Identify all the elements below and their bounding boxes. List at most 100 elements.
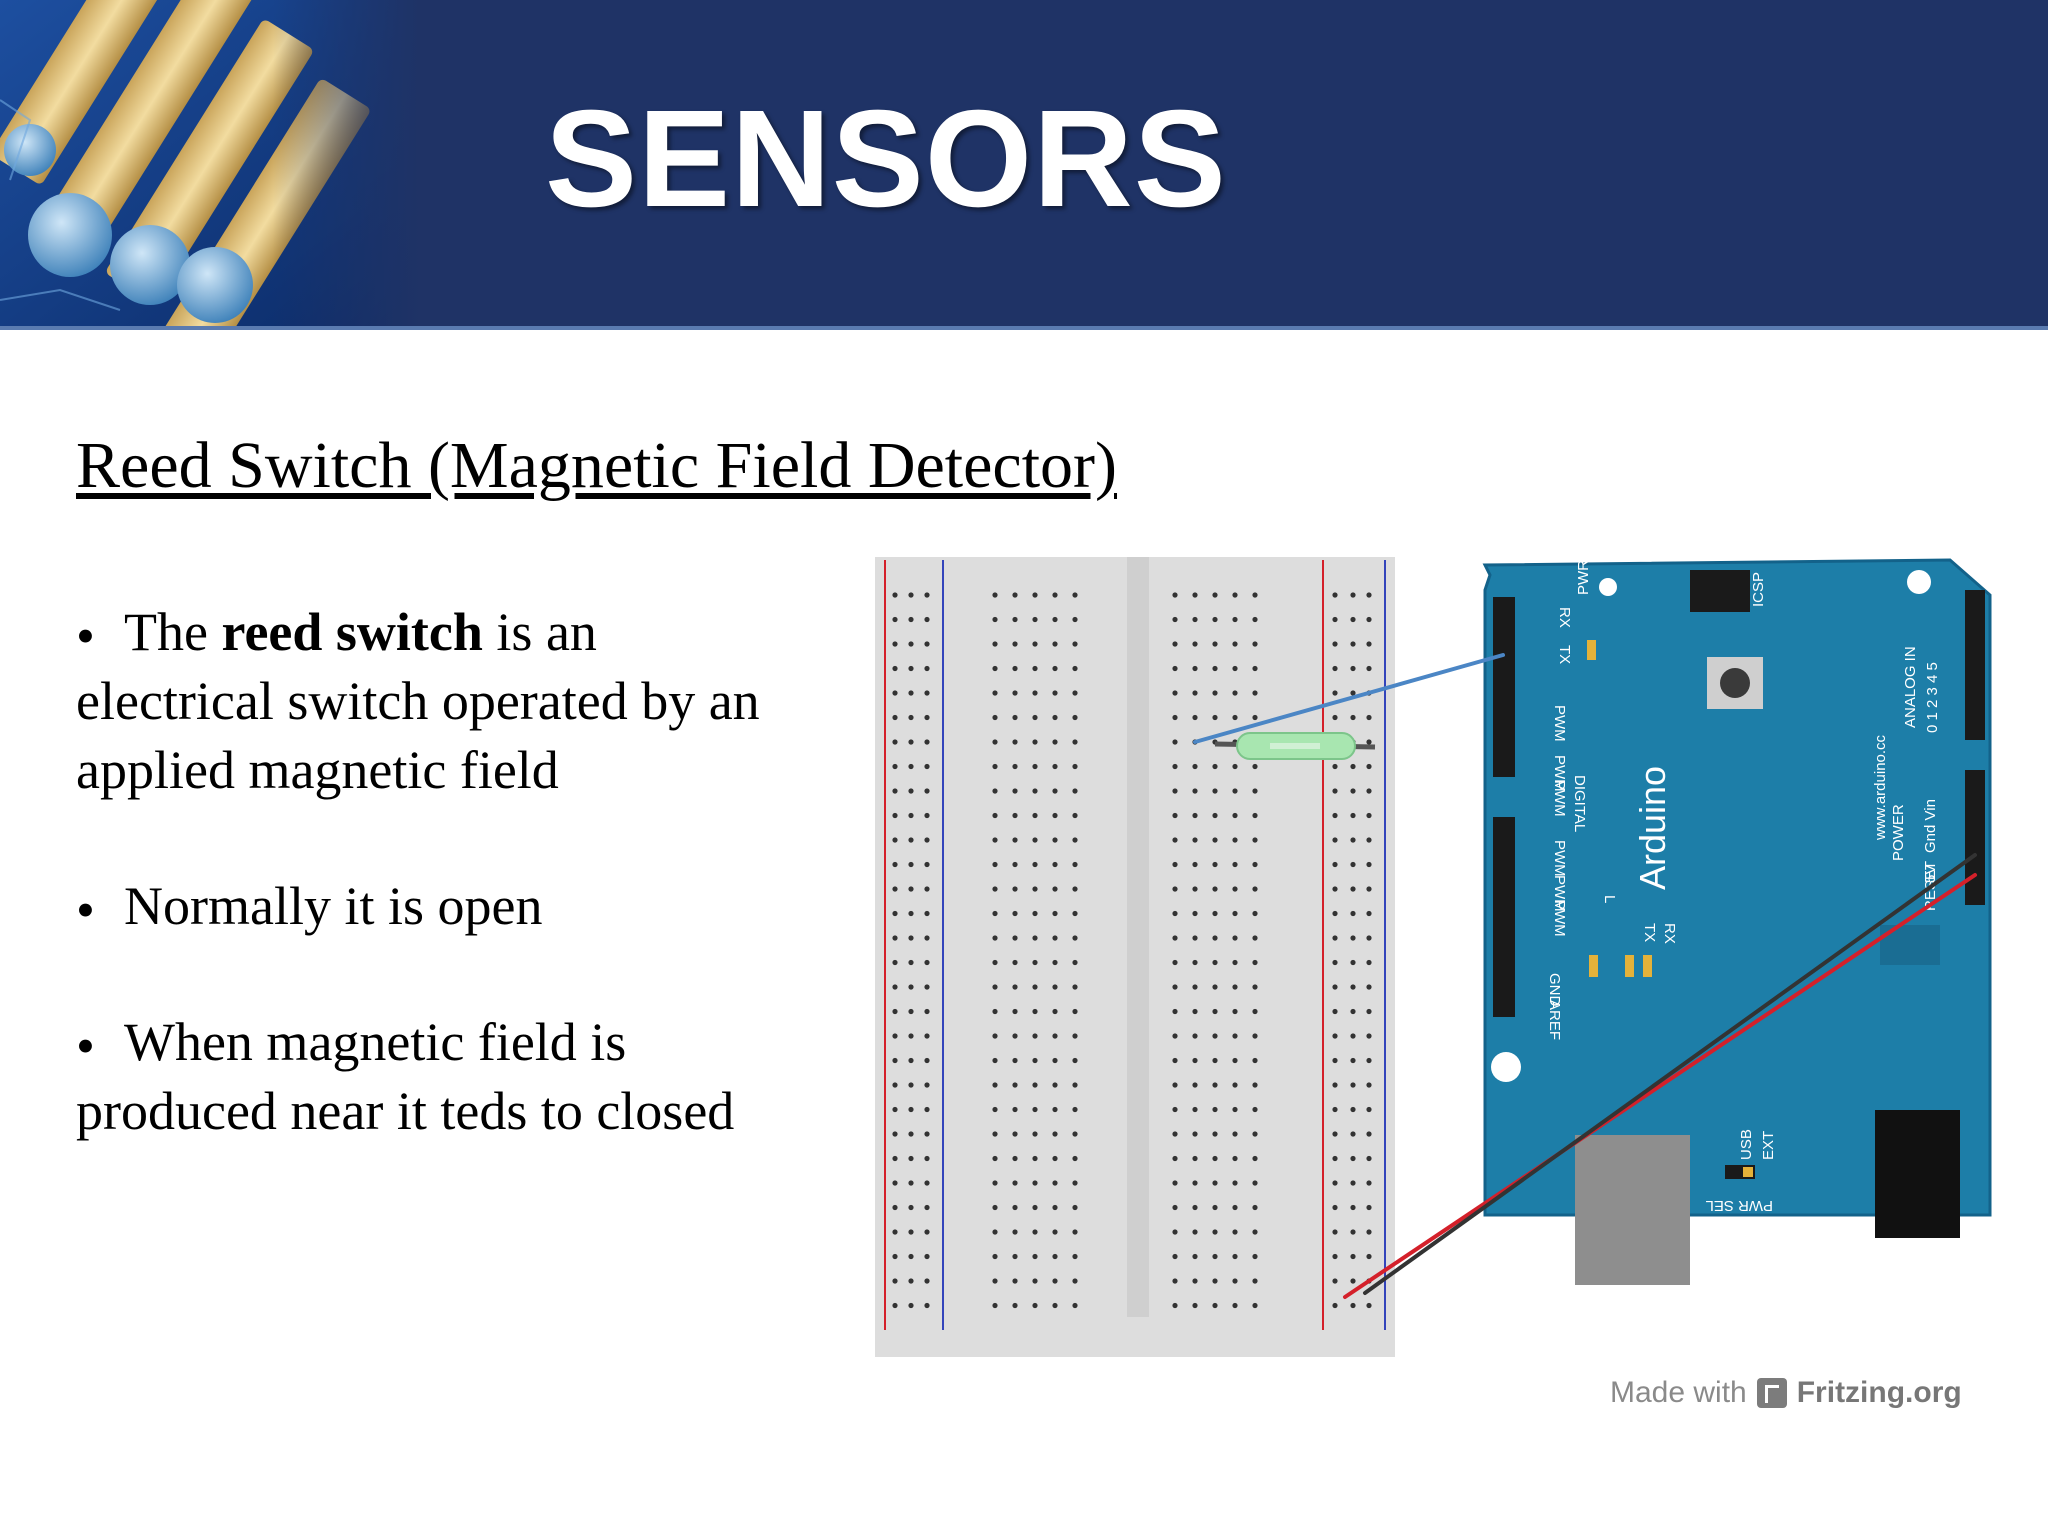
breadboard-hole <box>1232 641 1238 647</box>
breadboard-hole <box>1232 910 1238 917</box>
breadboard-hole <box>1232 1106 1238 1113</box>
breadboard-hole <box>1366 984 1372 990</box>
breadboard-hole <box>1032 788 1038 794</box>
breadboard-hole <box>1032 959 1038 966</box>
breadboard-hole <box>1350 886 1356 892</box>
breadboard-hole <box>1252 1229 1258 1235</box>
breadboard-hole <box>1172 690 1178 696</box>
breadboard-hole <box>1366 1180 1372 1186</box>
breadboard-hole <box>1212 1204 1218 1211</box>
bullet-first-line: When magnetic field is <box>76 1012 626 1072</box>
breadboard-hole <box>1012 690 1018 696</box>
breadboard-hole <box>908 739 914 745</box>
breadboard-hole <box>1172 935 1178 941</box>
breadboard-hole <box>1052 886 1058 892</box>
breadboard-hole <box>924 984 930 990</box>
breadboard-hole <box>892 616 898 623</box>
breadboard-hole <box>1332 690 1338 696</box>
breadboard-hole <box>1172 1106 1178 1113</box>
fritzing-credit: Made with Fritzing.org <box>1610 1376 1962 1410</box>
breadboard-hole <box>1012 1229 1018 1235</box>
breadboard-hole <box>1172 837 1178 843</box>
breadboard-hole <box>1366 837 1372 843</box>
breadboard-hole <box>892 1302 898 1309</box>
breadboard-hole <box>1192 1106 1198 1113</box>
breadboard-hole <box>908 1155 914 1162</box>
breadboard-hole <box>1072 616 1078 623</box>
breadboard-hole <box>992 1057 998 1064</box>
breadboard-hole <box>1052 1131 1058 1137</box>
breadboard-hole <box>1172 812 1178 819</box>
arduino-board: RX TX PWM PWM PWM PWM PWM PWM DIGITAL GN… <box>1482 558 1992 1285</box>
breadboard-hole <box>1052 641 1058 647</box>
section-heading: Reed Switch (Magnetic Field Detector) <box>76 429 1118 502</box>
breadboard-hole <box>1332 788 1338 794</box>
breadboard-hole <box>1012 959 1018 966</box>
breadboard-hole <box>1252 665 1258 672</box>
bullet-text: Normally it is open <box>124 876 543 936</box>
breadboard-hole <box>924 1008 930 1015</box>
breadboard-hole <box>1366 665 1372 672</box>
breadboard-hole <box>1252 1278 1258 1284</box>
breadboard-hole <box>908 763 914 770</box>
breadboard-hole <box>1366 641 1372 647</box>
breadboard-hole <box>924 739 930 745</box>
breadboard-hole <box>1032 812 1038 819</box>
breadboard-hole <box>1052 739 1058 745</box>
breadboard-hole <box>1350 1229 1356 1235</box>
breadboard-hole <box>1232 1082 1238 1088</box>
breadboard-hole <box>1252 1057 1258 1064</box>
breadboard-hole <box>1012 1253 1018 1260</box>
breadboard-hole <box>1212 984 1218 990</box>
breadboard-hole <box>1350 641 1356 647</box>
label-url: www.arduino.cc <box>1872 734 1889 841</box>
breadboard-hole <box>1212 1253 1218 1260</box>
breadboard-hole <box>908 1253 914 1260</box>
breadboard-hole <box>1350 714 1356 721</box>
breadboard-hole <box>1350 690 1356 696</box>
breadboard-hole <box>992 1253 998 1260</box>
breadboard-hole <box>1192 1082 1198 1088</box>
bullet-text: is <box>482 602 533 662</box>
breadboard-hole <box>908 910 914 917</box>
breadboard-hole <box>1012 763 1018 770</box>
breadboard-hole <box>1192 665 1198 672</box>
breadboard-hole <box>1350 1302 1356 1309</box>
breadboard-hole <box>1052 1302 1058 1309</box>
breadboard-hole <box>1350 788 1356 794</box>
breadboard-hole <box>1012 1180 1018 1186</box>
breadboard-hole <box>892 690 898 696</box>
breadboard-hole <box>1252 714 1258 721</box>
label-tx: TX <box>1641 923 1658 942</box>
breadboard-hole <box>992 886 998 892</box>
breadboard-hole <box>1232 1033 1238 1039</box>
breadboard-hole <box>908 837 914 843</box>
breadboard-hole <box>1052 788 1058 794</box>
breadboard-hole <box>1366 886 1372 892</box>
breadboard-hole <box>1366 812 1372 819</box>
breadboard-hole <box>892 1229 898 1235</box>
label-pwm: PWM <box>1551 900 1568 937</box>
breadboard-hole <box>1232 1302 1238 1309</box>
breadboard-hole <box>1052 1278 1058 1284</box>
breadboard-hole <box>1072 714 1078 721</box>
breadboard-hole <box>1032 1155 1038 1162</box>
breadboard-hole <box>1332 1057 1338 1064</box>
breadboard-hole <box>1012 935 1018 941</box>
breadboard-hole <box>1332 1278 1338 1284</box>
breadboard-hole <box>1332 714 1338 721</box>
breadboard-hole <box>1032 1008 1038 1015</box>
breadboard-hole <box>1252 1131 1258 1137</box>
breadboard-hole <box>924 959 930 966</box>
breadboard-hole <box>1192 1229 1198 1235</box>
breadboard-hole <box>908 1033 914 1039</box>
breadboard-hole <box>992 788 998 794</box>
breadboard-hole <box>1192 984 1198 990</box>
breadboard-hole <box>1172 1082 1178 1088</box>
breadboard-hole <box>1072 1057 1078 1064</box>
breadboard-hole <box>1012 788 1018 794</box>
breadboard-hole <box>1192 763 1198 770</box>
breadboard-hole <box>1072 1155 1078 1162</box>
breadboard-hole <box>1252 1106 1258 1113</box>
breadboard-hole <box>992 739 998 745</box>
